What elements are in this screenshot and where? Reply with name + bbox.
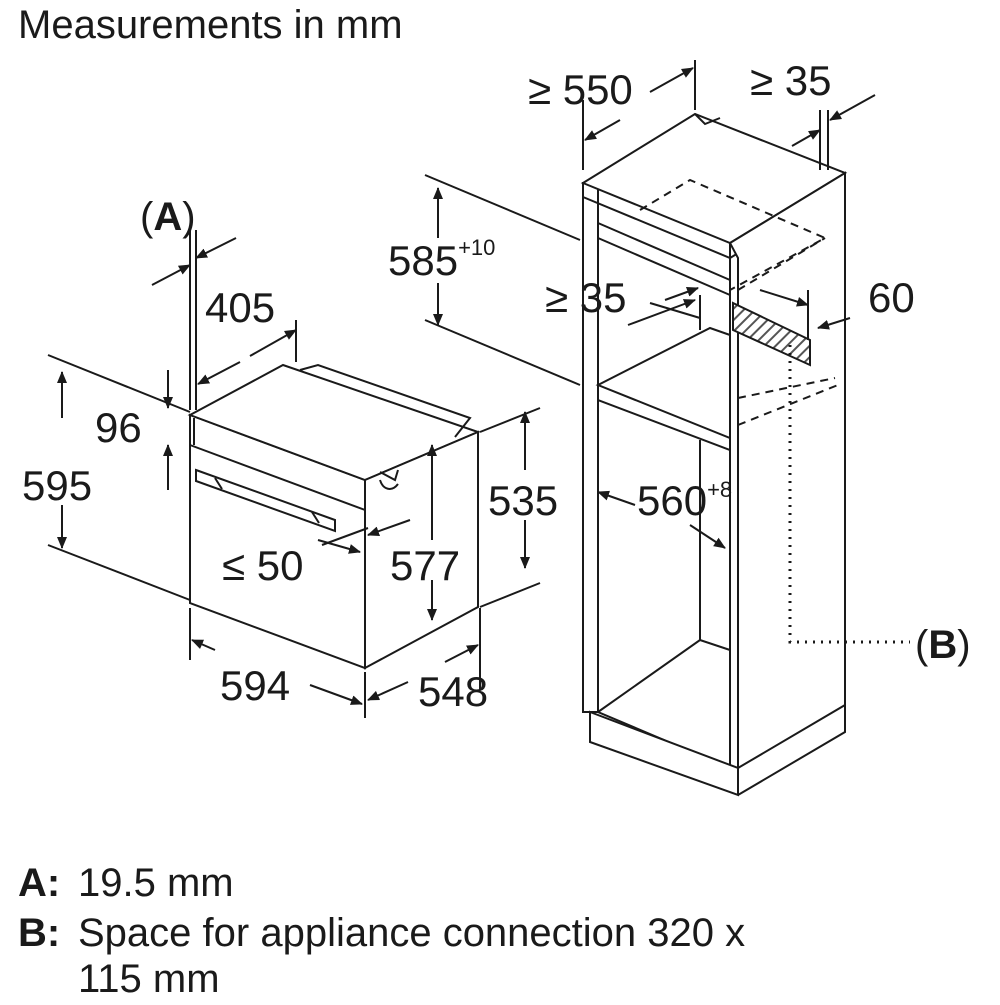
connection-b-leader [788,345,910,644]
dim-depth-top: 405 [205,284,275,331]
legend-text-b: Space for appliance connection 320 x [78,911,745,955]
cabinet-left-panel [582,182,599,713]
dim-body-height: 577 [390,542,460,589]
cabinet-drawing [580,112,848,797]
dim-inner-gap: ≥ 35 [545,274,626,321]
legend-row-b: B: Space for appliance connection 320 x [18,911,745,955]
dim-side-height: 535 [488,477,558,524]
legend: A: 19.5 mm B: Space for appliance connecti… [18,861,745,1001]
oven-side [364,430,479,670]
callout-a: (A) [140,195,196,239]
cabinet-right-side [728,171,846,770]
dim-niche-height-tolerance: +10 [458,235,495,260]
dim-rear-gap: ≥ 35 [750,57,831,104]
dim-front-top-height: 96 [95,404,142,451]
cabinet-dimensions [424,60,876,549]
dim-niche-width-value: 560 [637,477,707,524]
vent-hatch [732,301,811,367]
dim-depth: 548 [418,668,488,715]
dim-niche-height: 585+10 [388,235,495,284]
dim-min-depth: ≥ 550 [528,66,633,113]
cabinet-hidden-lines [639,178,839,426]
dim-total-height: 595 [22,462,92,509]
dim-door-offset: ≤ 50 [222,542,303,589]
dim-niche-width-tolerance: +8 [707,477,732,502]
dim-niche-height-value: 585 [388,237,458,284]
legend-row-a: A: 19.5 mm [18,861,234,905]
dim-vent: 60 [868,274,915,321]
cabinet-mid-shelf [595,326,731,440]
dim-width: 594 [220,662,290,709]
oven-dimensions [47,230,541,718]
callout-b-letter: B [928,623,957,667]
legend-row-b-continued: 115 mm [78,957,220,1000]
diagram-title: Measurements in mm [18,3,403,47]
legend-key-a: A: [18,861,60,905]
callout-b: (B) [915,623,971,667]
oven-drawing [187,363,481,670]
legend-key-b: B: [18,911,60,955]
callout-a-letter: A [153,195,182,239]
legend-text-a: 19.5 mm [78,861,234,905]
dim-niche-width: 560+8 [637,477,732,524]
oven-handle [195,468,336,533]
